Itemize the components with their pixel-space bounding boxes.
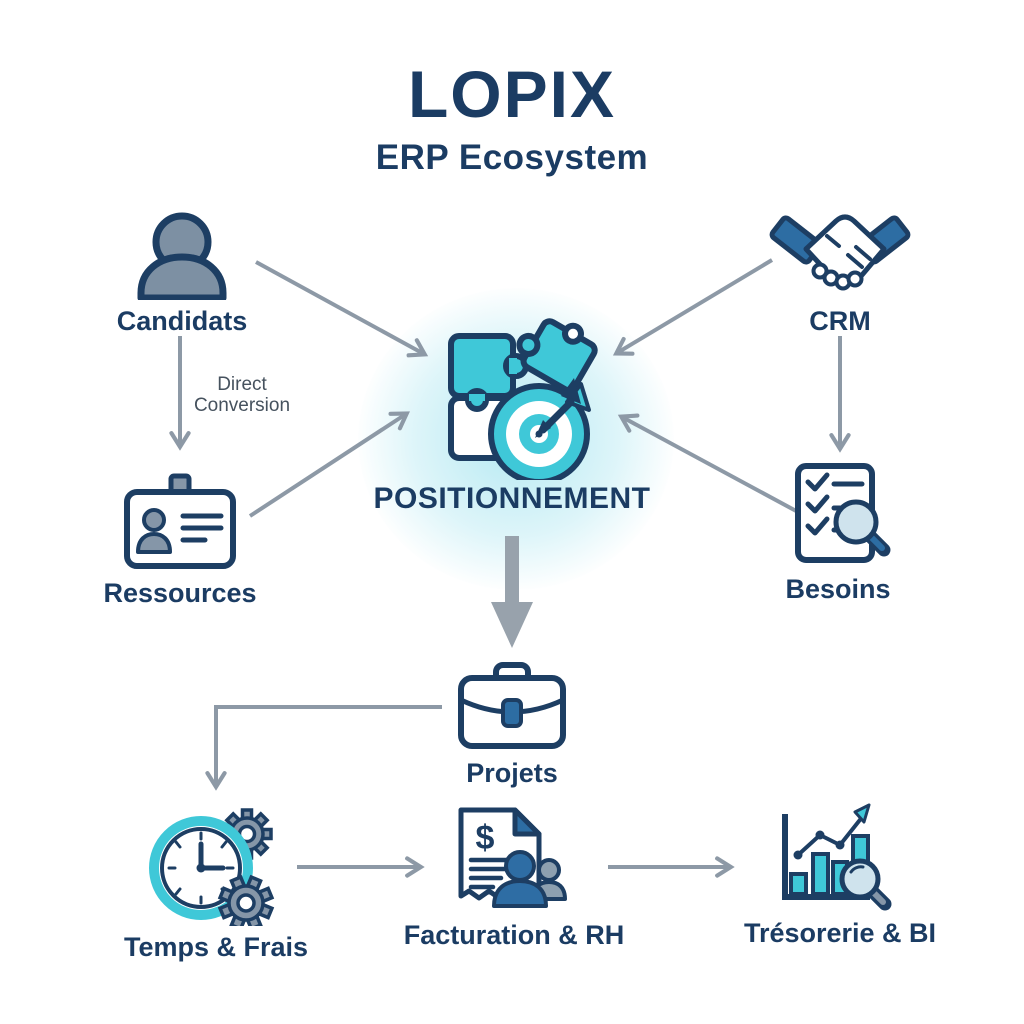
node-label-tresorerie-bi: Trésorerie & BI [743,918,937,948]
puzzle-target-icon [448,318,598,480]
id-card-icon [124,473,236,569]
node-label-crm: CRM [809,306,871,336]
page-title: LOPIX [407,57,617,131]
node-positionnement: POSITIONNEMENT [332,296,692,516]
node-label-positionnement: POSITIONNEMENT [373,482,651,515]
invoice-people-icon: $ [458,807,567,908]
chart-magnifier-icon [781,803,891,911]
arrow-ressources-to-positionnement [248,411,410,518]
node-label-ressources: Ressources [103,578,257,608]
node-candidats: Candidats [72,198,292,337]
person-icon [137,212,227,300]
node-projets: Projets [402,660,622,789]
page-subtitle: ERP Ecosystem [375,138,649,177]
arrow-projets-to-temps-frais [205,705,442,791]
arrow-besoins-to-positionnement [617,413,799,514]
node-temps-frais: Temps & Frais [86,800,346,963]
node-label-temps-frais: Temps & Frais [123,932,309,962]
node-ressources: Ressources [70,470,290,609]
node-facturation-rh: $ Facturation & RH [374,802,654,951]
node-crm: CRM [720,198,960,337]
node-tresorerie-bi: Trésorerie & BI [700,800,980,949]
handshake-icon [769,214,911,291]
node-label-besoins: Besoins [785,574,891,604]
node-label-facturation-rh: Facturation & RH [403,920,625,950]
node-besoins: Besoins [728,462,948,605]
arrow-crm-to-positionnement [612,258,774,356]
node-label-candidats: Candidats [116,306,248,336]
arrow-candidats-to-positionnement [255,260,429,358]
clock-gears-icon [148,808,274,926]
node-label-projets: Projets [466,758,558,788]
dollar-glyph: $ [476,819,495,857]
briefcase-icon [458,662,566,749]
arrow-positionnement-to-projets [491,536,533,648]
checklist-magnifier-icon [795,463,891,563]
edge-label-direct-conversion: Direct Conversion [193,374,291,416]
